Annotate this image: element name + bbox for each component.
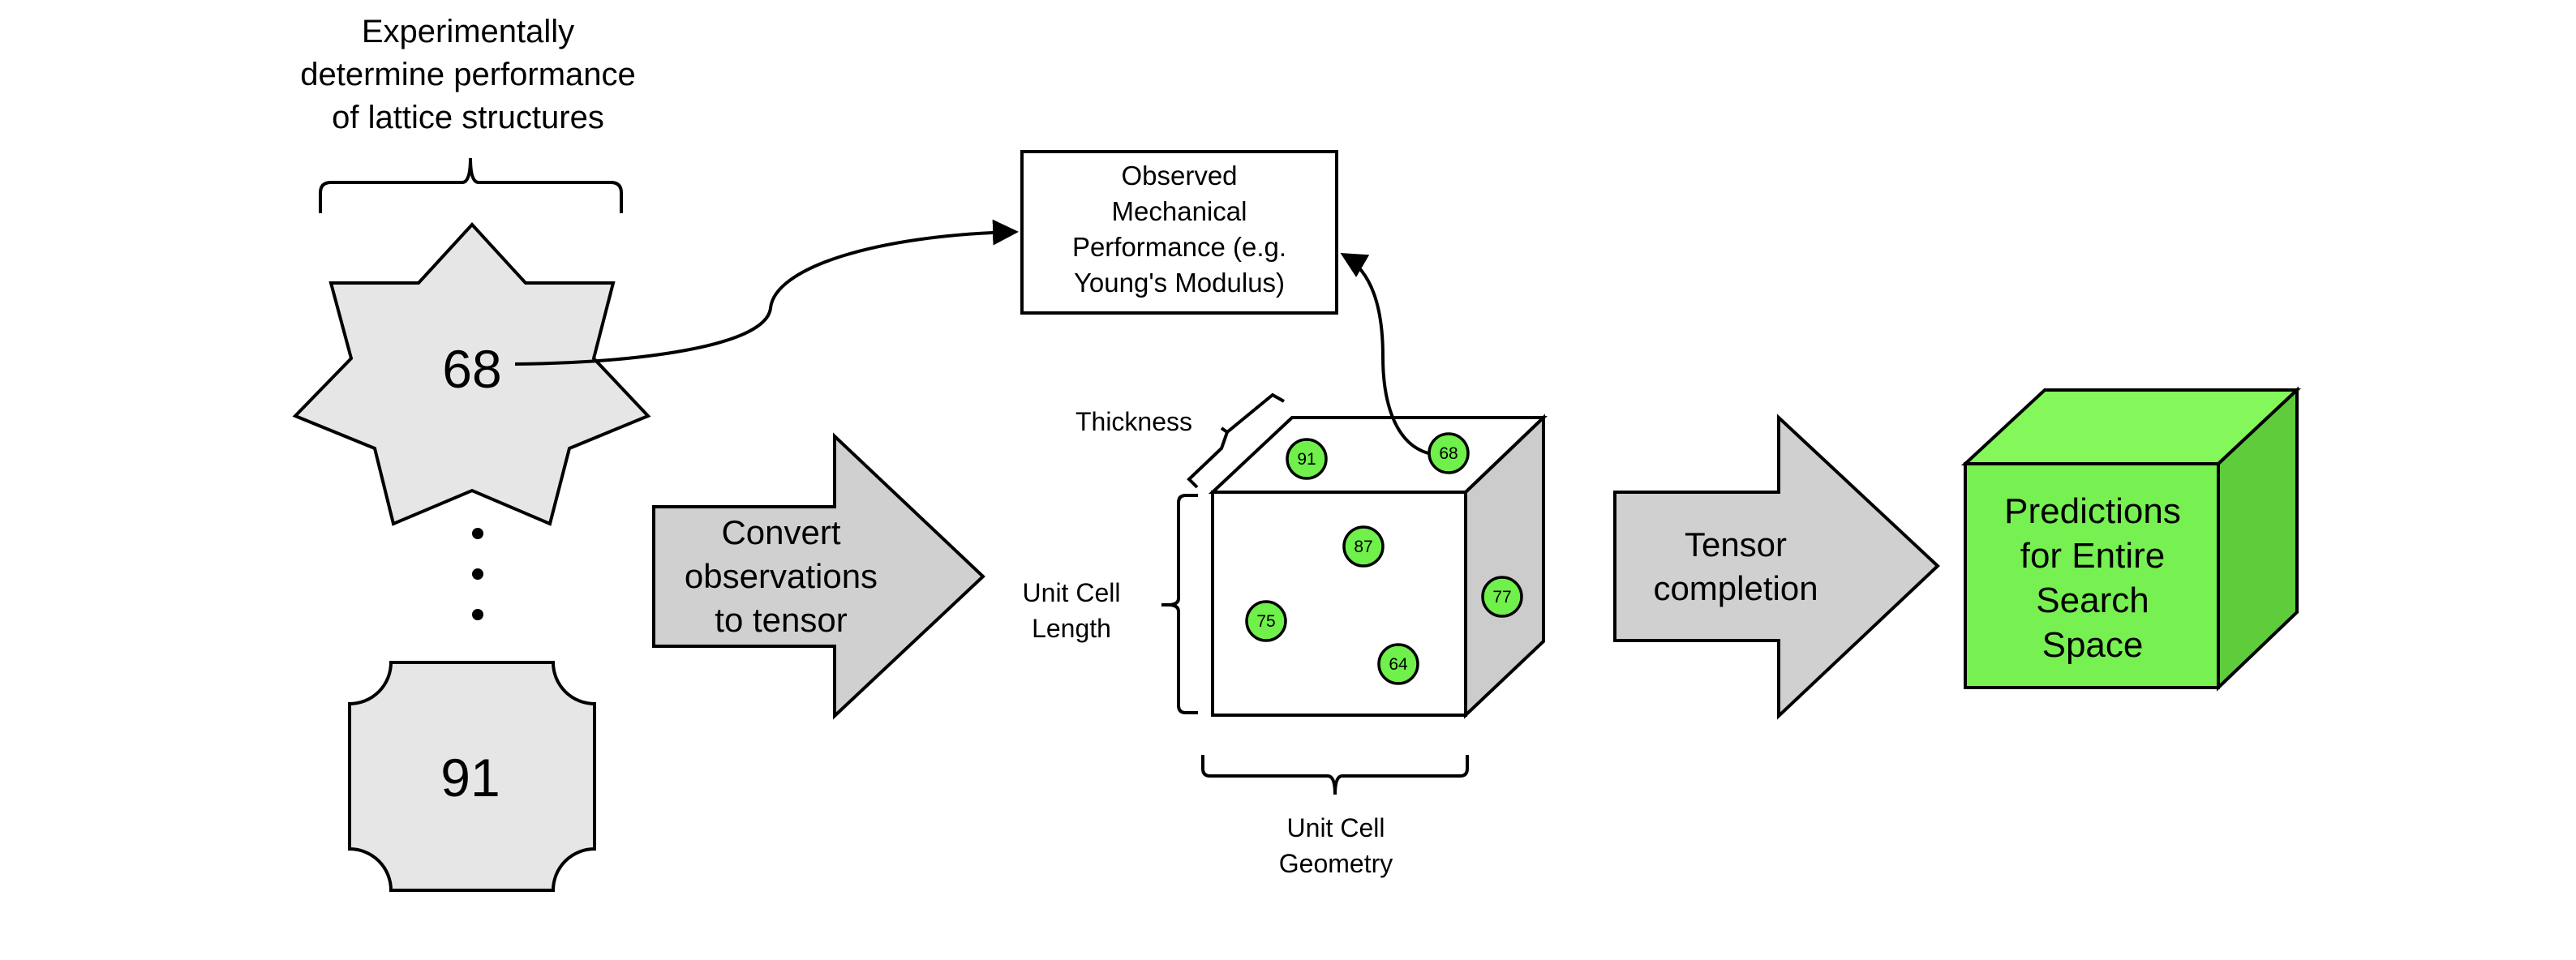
observation-entry[interactable]: 75 [1245, 600, 1287, 642]
title-line-1: Experimentally [362, 14, 574, 49]
observation-value: 64 [1389, 655, 1408, 674]
observed-box-line-4: Young's Modulus) [1074, 268, 1285, 298]
observation-entry[interactable]: 87 [1342, 525, 1385, 568]
convert-arrow-line-1: Convert [721, 513, 840, 551]
predictions-line-4: Space [2042, 625, 2144, 665]
completion-arrow-line-2: completion [1653, 569, 1818, 607]
observation-entry[interactable]: 77 [1481, 576, 1523, 618]
geometry-label-line-1: Unit Cell [1287, 813, 1385, 842]
convert-arrow[interactable] [652, 432, 985, 720]
square-value: 91 [440, 748, 500, 808]
observed-box-line-3: Performance (e.g. [1072, 232, 1286, 262]
observation-value: 75 [1256, 612, 1275, 631]
title-line-2: determine performance [300, 57, 636, 92]
ellipsis-dot [472, 568, 483, 580]
length-label-line-2: Length [1032, 614, 1111, 643]
predictions-line-1: Predictions [2004, 491, 2181, 531]
convert-arrow-line-2: observations [685, 557, 878, 595]
convert-arrow-line-3: to tensor [715, 601, 847, 639]
observation-value: 68 [1439, 444, 1458, 463]
thickness-label: Thickness [1075, 407, 1192, 436]
predictions-cube[interactable] [1960, 386, 2302, 692]
predictions-line-2: for Entire [2020, 536, 2166, 576]
observed-performance-box[interactable] [1020, 150, 1338, 315]
geometry-label-line-2: Geometry [1279, 849, 1393, 878]
observation-value: 77 [1492, 588, 1511, 606]
observation-value: 87 [1354, 538, 1372, 556]
ellipsis-dot [472, 528, 483, 539]
observed-box-line-2: Mechanical [1112, 196, 1247, 226]
completion-arrow[interactable] [1613, 414, 1940, 720]
lattice-sample-star[interactable] [292, 222, 651, 526]
observed-box-line-1: Observed [1121, 161, 1237, 191]
tensor-observations: 91 68 87 75 64 77 [1245, 432, 1523, 685]
length-brace [1161, 494, 1198, 714]
predictions-front-face [1964, 462, 2220, 689]
length-label-line-1: Unit Cell [1023, 578, 1121, 607]
connector-entry-to-box [1340, 252, 1429, 455]
geometry-brace [1201, 755, 1469, 795]
observation-value: 91 [1297, 450, 1316, 469]
observation-entry[interactable]: 68 [1428, 432, 1470, 474]
connector-star-to-box [514, 219, 1019, 366]
ellipsis-dot [472, 609, 483, 620]
lattice-sample-square[interactable] [348, 661, 596, 892]
top-brace [319, 157, 623, 213]
star-value: 68 [442, 339, 501, 399]
tensor-front-face [1211, 491, 1467, 717]
completion-arrow-line-1: Tensor [1685, 525, 1787, 564]
predictions-line-3: Search [2036, 581, 2149, 620]
tensor-cube [1208, 414, 1548, 719]
observation-entry[interactable]: 91 [1286, 438, 1328, 480]
title-line-3: of lattice structures [332, 100, 604, 135]
thickness-brace [1187, 392, 1285, 489]
ellipsis-dots [472, 528, 483, 620]
title: Experimentally determine performance of … [300, 14, 636, 135]
observation-entry[interactable]: 64 [1377, 643, 1419, 685]
